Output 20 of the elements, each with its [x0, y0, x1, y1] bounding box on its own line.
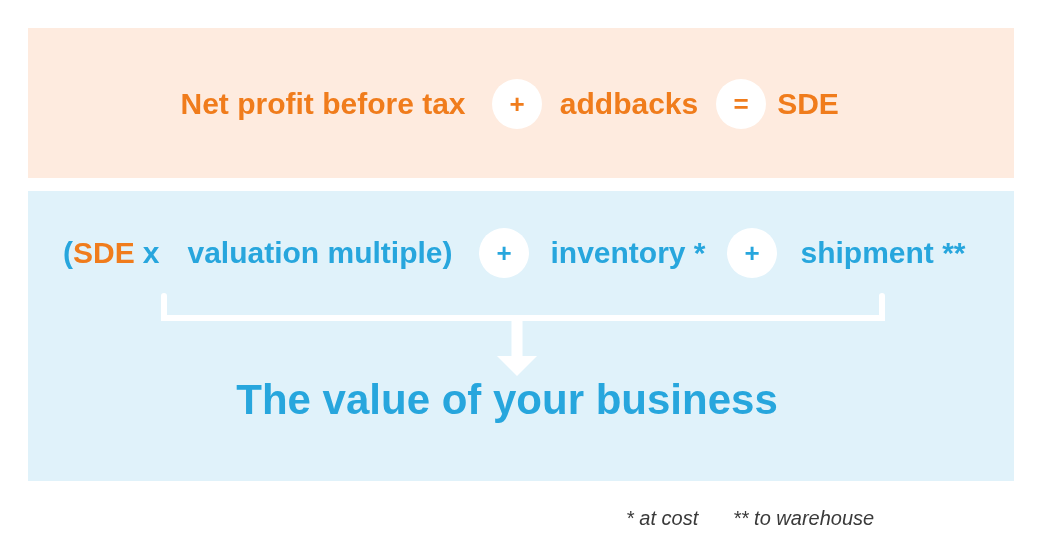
formula-panel — [28, 191, 1014, 481]
operator-circle: + — [492, 79, 542, 129]
formula-term: ( — [63, 235, 73, 271]
formula-term: SDE — [73, 235, 135, 271]
formula-term: valuation multiple) — [187, 235, 453, 271]
arrow — [497, 321, 537, 376]
bracket — [161, 293, 885, 321]
formula-term: shipment ** — [800, 235, 966, 271]
footnote: ** to warehouse — [733, 506, 875, 530]
formula-term: x — [142, 235, 160, 271]
formula-panel — [28, 28, 1014, 178]
formula-term: SDE — [777, 86, 839, 122]
operator-circle: = — [716, 79, 766, 129]
formula-term: addbacks — [559, 86, 699, 122]
operator-circle: + — [479, 228, 529, 278]
footnote: * at cost — [626, 506, 699, 530]
formula-term: inventory * — [550, 235, 706, 271]
result-text: The value of your business — [236, 376, 778, 425]
formula-term: Net profit before tax — [180, 86, 466, 122]
operator-circle: + — [727, 228, 777, 278]
